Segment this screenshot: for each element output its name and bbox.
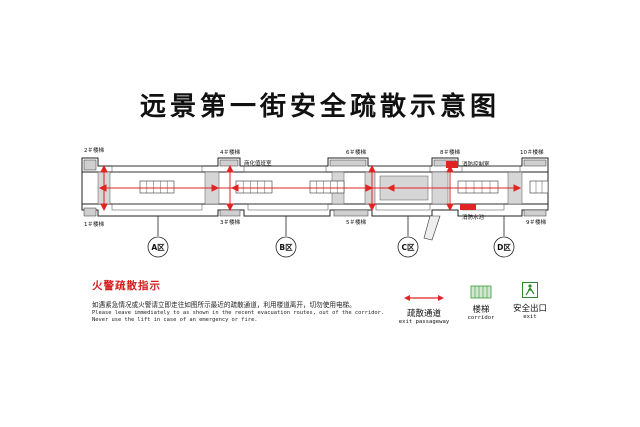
ramp — [423, 215, 441, 241]
zone-b-label: B区 — [279, 243, 293, 252]
stair-4-label: 4＃楼梯 — [220, 148, 240, 156]
stair-8-label: 8＃楼梯 — [440, 148, 460, 156]
instruction-cn: 如遇紧急情况或火警请立即走往如图所示最近的疏散通道，利用楼道离开，切勿使用电梯。 — [92, 301, 356, 309]
stair-2-label: 2＃楼梯 — [84, 146, 104, 154]
room-labels: 商化值班室 消防控制室 消防水池 — [244, 159, 490, 221]
legend-block: 火警疏散指示 如遇紧急情况或火警请立即走往如图所示最近的疏散通道，利用楼道离开，… — [92, 278, 612, 323]
duty-room-label: 商化值班室 — [244, 159, 272, 167]
control-room-label: 消防控制室 — [462, 160, 490, 168]
stair-9-label: 9＃楼梯 — [526, 218, 546, 226]
legend-heading: 火警疏散指示 — [92, 280, 161, 292]
legend-exit-cn: 安全出口 — [512, 304, 547, 314]
legend-exit-en: exit — [523, 314, 537, 320]
water-pool-label: 消防水池 — [462, 213, 485, 221]
zone-c-marker — [397, 236, 419, 258]
stair-10-label: 10＃楼梯 — [520, 148, 544, 156]
shop-cells — [111, 165, 521, 211]
legend-passage-en: exit passageway — [398, 319, 450, 325]
zone-a-label: A区 — [151, 243, 165, 252]
legend-exit: 安全出口 exit — [508, 282, 552, 320]
zone-d-marker — [493, 236, 515, 258]
legend-passage-cn: 疏散通道 — [406, 309, 441, 319]
instruction-en-1: Please leave immediately to as shown in … — [92, 310, 385, 316]
zone-labels: A区 B区 C区 D区 — [151, 243, 511, 252]
zone-c-label: C区 — [401, 243, 415, 252]
zone-markers — [147, 216, 515, 258]
highlight-rooms — [446, 161, 476, 210]
fire-control-room-marker — [446, 161, 458, 168]
exit-sign-icon — [522, 282, 538, 298]
stair-labels: 2＃楼梯 1＃楼梯 4＃楼梯 3＃楼梯 6＃楼梯 5＃楼梯 8＃楼梯 10＃楼梯… — [84, 146, 546, 228]
stairs-icon — [470, 285, 492, 299]
evacuation-route — [98, 164, 522, 212]
zone-a-marker — [147, 236, 169, 258]
zone-b-marker — [275, 236, 297, 258]
instruction-en-2: Never use the lift in case of an emergen… — [92, 317, 258, 323]
stair-blocks — [83, 159, 547, 217]
page-title: 远景第一街安全疏散示意图 — [139, 92, 500, 122]
stair-1-label: 1＃楼梯 — [84, 220, 104, 228]
zone-d-label: D区 — [497, 243, 511, 252]
shop-grids — [139, 180, 549, 194]
stair-6-label: 6＃楼梯 — [346, 148, 366, 156]
stair-5-label: 5＃楼梯 — [346, 218, 366, 226]
legend-stairs-en: corridor — [467, 315, 495, 321]
stair-3-label: 3＃楼梯 — [220, 218, 240, 226]
legend-passage: 疏散通道 exit passageway — [398, 288, 450, 325]
double-arrow-icon — [404, 295, 444, 301]
water-pool-marker — [460, 204, 476, 210]
legend-stairs: 楼梯 corridor — [460, 284, 502, 321]
shop-grid-lines — [146, 181, 543, 193]
legend-stairs-cn: 楼梯 — [472, 305, 490, 315]
